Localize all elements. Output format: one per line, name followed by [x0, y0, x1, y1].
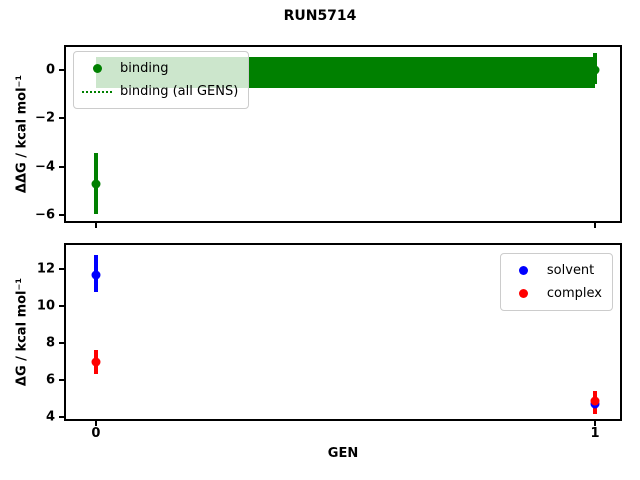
solvent-data-point	[91, 270, 101, 280]
y-tick-label: 0	[45, 62, 55, 78]
legend: binding binding (all GENS)	[73, 51, 250, 109]
y-tick-label: 6	[45, 372, 55, 388]
x-axis-label: GEN	[327, 446, 359, 461]
y-tick	[59, 213, 64, 216]
binding-data-point	[590, 65, 600, 75]
x-tick	[94, 421, 97, 426]
bottom-plot-ylabel: ΔG / kcal mol⁻¹	[14, 277, 30, 387]
complex-data-point	[590, 396, 600, 406]
y-tick	[59, 305, 64, 308]
legend-entry: binding	[80, 57, 238, 80]
legend-entry: solvent	[507, 259, 602, 282]
chart-title: RUN5714	[283, 8, 357, 24]
bottom-plot: 12 10 8 6 4 0 1 solvent complex	[37, 243, 622, 440]
legend-label: binding (all GENS)	[120, 84, 239, 99]
all-gens-dotted-line	[95, 71, 596, 74]
complex-dot-icon	[519, 289, 529, 298]
x-tick	[594, 421, 597, 426]
y-tick	[59, 342, 64, 345]
x-tick	[94, 223, 97, 228]
legend-entry: complex	[507, 282, 602, 305]
top-plot: 0 −2 −4 −6 binding binding (all GENS)	[35, 45, 622, 228]
legend-label: binding	[120, 61, 169, 76]
binding (all GENS)-dotted-line-icon	[82, 90, 112, 93]
legend-glyph	[507, 266, 541, 275]
y-tick-label: −4	[35, 159, 55, 175]
binding-dot-icon	[92, 64, 102, 73]
y-tick-label: 10	[36, 298, 55, 314]
top-plot-ylabel: ΔΔG / kcal mol⁻¹	[14, 74, 30, 194]
legend-label: solvent	[546, 263, 595, 278]
y-tick-label: −6	[35, 207, 55, 223]
x-tick	[594, 223, 597, 228]
y-tick	[59, 379, 64, 382]
y-tick-label: 8	[45, 335, 55, 351]
y-tick-label: 4	[45, 409, 55, 425]
y-tick	[59, 268, 64, 271]
x-tick-label: 1	[590, 426, 600, 441]
legend-entry: binding (all GENS)	[80, 80, 238, 103]
legend-glyph	[80, 90, 114, 93]
binding-data-point	[91, 179, 101, 189]
complex-data-point	[91, 357, 101, 367]
y-tick-label: −2	[35, 110, 55, 126]
y-tick	[59, 165, 64, 168]
legend-label: complex	[546, 286, 602, 301]
y-tick-label: 12	[36, 261, 55, 277]
solvent-dot-icon	[519, 266, 529, 275]
legend-glyph	[80, 64, 114, 73]
x-tick-label: 0	[91, 426, 101, 441]
y-tick	[59, 117, 64, 120]
y-tick	[59, 68, 64, 71]
legend-glyph	[507, 289, 541, 298]
legend: solvent complex	[499, 253, 613, 311]
y-tick	[59, 416, 64, 419]
